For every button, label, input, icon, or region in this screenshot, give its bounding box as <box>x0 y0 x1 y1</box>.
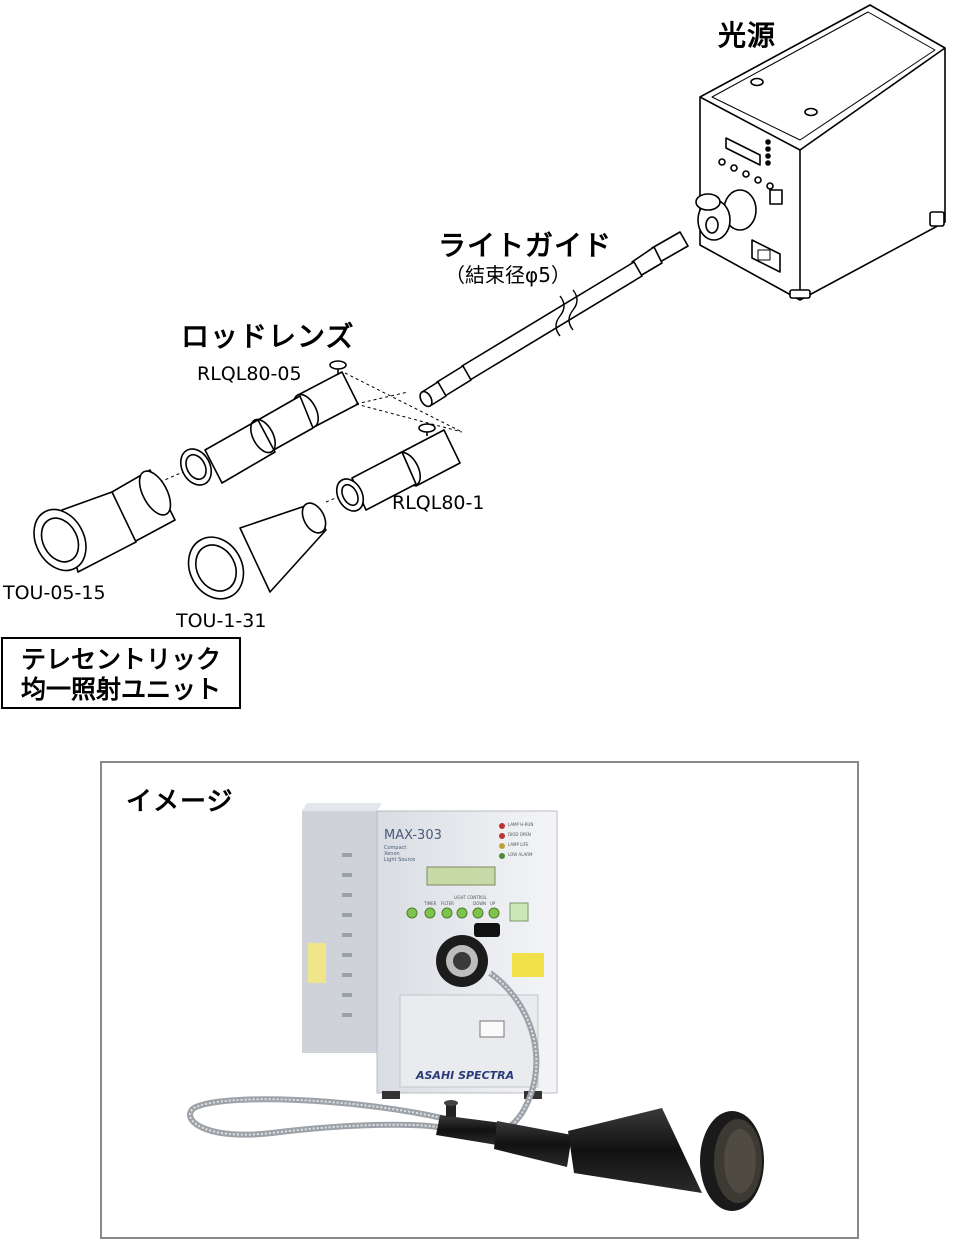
indicator-3: LAMP LIFE <box>508 842 529 847</box>
unit-05-15 <box>33 469 176 573</box>
button-label-3: LIGHT CONTROL <box>454 895 487 900</box>
button-label-2: FILTER <box>441 901 454 906</box>
image-title: イメージ <box>126 787 234 817</box>
unit-1-31 <box>187 502 327 600</box>
button-label-5: UP <box>490 901 496 906</box>
button-label-1: TIMER <box>424 901 437 906</box>
light-source-label: 光源 <box>718 19 777 52</box>
image-frame: イメージ <box>100 761 859 1239</box>
brand-text: ASAHI SPECTRA <box>416 1069 515 1082</box>
unit-05-15-label: TOU-05-15 <box>3 582 106 604</box>
rod-lens-1-label: RLQL80-1 <box>392 492 485 514</box>
rod-lens-label: ロッドレンズ <box>181 320 355 353</box>
light-guide-spec: （結束径φ5） <box>445 263 571 287</box>
indicator-1: LAMP H-RUN <box>508 822 534 827</box>
device-subtitle-3: Light Source <box>384 857 416 863</box>
rod-lens-05-label: RLQL80-05 <box>197 363 302 385</box>
product-photo <box>187 803 764 1211</box>
device-subtitle-2: Xenon <box>384 851 400 857</box>
light-guide-cable <box>419 231 689 408</box>
light-source-photo <box>302 803 558 1099</box>
indicator-4: LOW ALARM <box>508 852 533 857</box>
rod-lens-05 <box>179 360 359 486</box>
unit-1-31-label: TOU-1-31 <box>176 610 267 632</box>
indicator-2: DIOD OPEN <box>508 832 531 837</box>
telecentric-unit-photo <box>436 1100 764 1211</box>
rod-lens-1 <box>335 423 461 512</box>
light-guide-label: ライトガイド <box>438 229 613 262</box>
device-model-text: MAX-303 <box>384 828 442 843</box>
unit-title-line2: 均一照射ユニット <box>20 675 221 704</box>
unit-title-box: テレセントリック 均一照射ユニット <box>1 637 241 709</box>
system-diagram <box>33 4 946 600</box>
device-subtitle-1: Compact <box>384 845 407 851</box>
unit-title-line1: テレセントリック <box>20 645 221 674</box>
button-label-4: DOWN <box>473 901 487 906</box>
light-source-device <box>695 4 946 301</box>
